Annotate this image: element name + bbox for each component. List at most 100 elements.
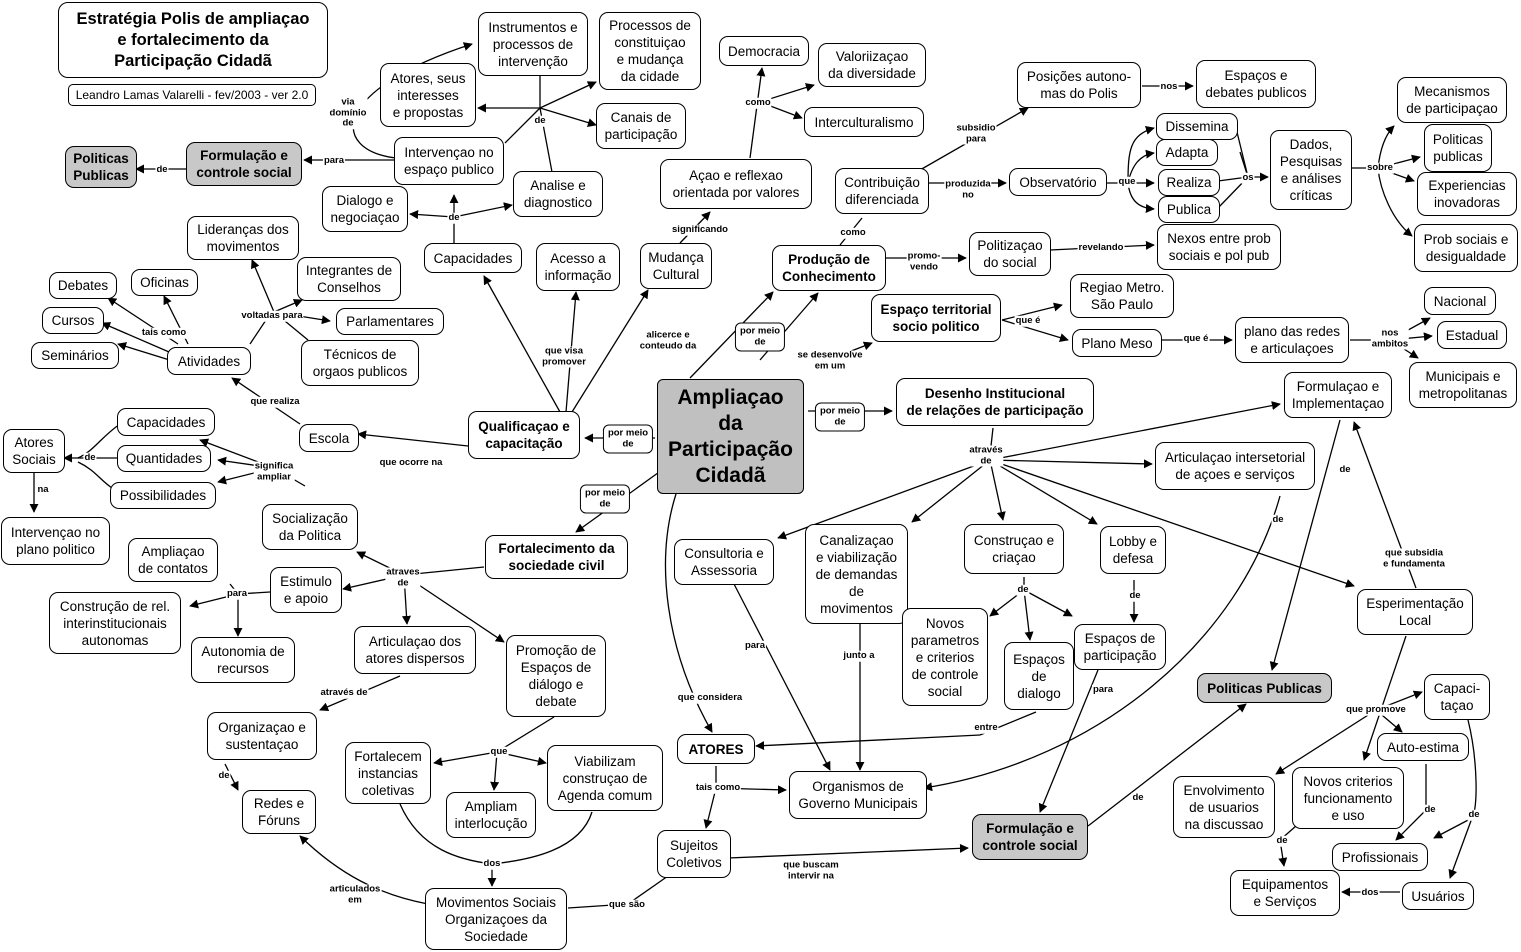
- node-atores-interesses[interactable]: Atores, seus interesses e propostas: [380, 63, 476, 127]
- node-intervencao-espaco-publico[interactable]: Intervençao no espaço publico: [394, 137, 504, 185]
- node-quantidades[interactable]: Quantidades: [117, 445, 211, 472]
- node-mecanismos-participacao[interactable]: Mecanismos de participaçao: [1397, 77, 1507, 123]
- node-desenho-institucional[interactable]: Desenho Institucional de relações de par…: [896, 378, 1094, 426]
- node-contribuicao-diferenciada[interactable]: Contribuição diferenciada: [835, 168, 929, 214]
- node-publica[interactable]: Publica: [1158, 196, 1220, 223]
- node-organismos-governo[interactable]: Organismos de Governo Municipais: [789, 771, 927, 819]
- node-nacional[interactable]: Nacional: [1424, 287, 1496, 315]
- node-mudanca-cultural[interactable]: Mudança Cultural: [640, 243, 712, 289]
- node-liderancas-movimentos[interactable]: Lideranças dos movimentos: [187, 216, 299, 260]
- node-parlamentares[interactable]: Parlamentares: [336, 308, 444, 335]
- node-debates[interactable]: Debates: [49, 272, 117, 299]
- node-valorizacao-diversidade[interactable]: Valoriizaçao da diversidade: [818, 43, 926, 87]
- node-tecnicos-orgaos[interactable]: Técnicos de orgaos publicos: [301, 340, 419, 386]
- node-estimulo-apoio[interactable]: Estimulo e apoio: [270, 567, 342, 613]
- node-atores-sociais[interactable]: Atores Sociais: [3, 429, 65, 473]
- node-organizacao-sustentacao[interactable]: Organizaçao e sustentaçao: [207, 712, 317, 760]
- node-possibilidades[interactable]: Possibilidades: [110, 482, 216, 509]
- node-politicas-publicas-left[interactable]: Politicas Publicas: [65, 146, 137, 188]
- node-estadual[interactable]: Estadual: [1437, 321, 1507, 349]
- node-cursos[interactable]: Cursos: [42, 307, 104, 334]
- node-nexos-prob-sociais[interactable]: Nexos entre prob sociais e pol pub: [1157, 224, 1281, 270]
- node-interculturalismo[interactable]: Interculturalismo: [804, 107, 924, 137]
- link-label-de: de: [1271, 513, 1285, 526]
- node-seminarios[interactable]: Seminários: [31, 342, 119, 369]
- node-espacos-debates-publicos[interactable]: Espaços e debates publicos: [1196, 60, 1316, 108]
- node-experimentacao-local[interactable]: Esperimentação Local: [1357, 589, 1473, 635]
- node-viabilizam-agenda[interactable]: Viabilizam construçao de Agenda comum: [547, 745, 663, 811]
- node-sujeitos-coletivos[interactable]: Sujeitos Coletivos: [657, 830, 731, 878]
- node-acao-reflexao[interactable]: Açao e reflexao orientada por valores: [660, 159, 812, 209]
- node-qualificacao-capacitacao[interactable]: Qualificaçao e capacitação: [468, 411, 580, 459]
- node-prob-sociais-desigualdade[interactable]: Prob sociais e desigualdade: [1414, 224, 1518, 272]
- node-observatorio[interactable]: Observatório: [1009, 168, 1107, 196]
- node-movimentos-sociais[interactable]: Movimentos Sociais Organizaçoes da Socie…: [425, 888, 567, 950]
- node-dialogo-negociacao[interactable]: Dialogo e negociaçao: [322, 186, 408, 232]
- node-auto-estima[interactable]: Auto-estima: [1377, 733, 1469, 761]
- node-equipamentos-servicos[interactable]: Equipamentos e Serviços: [1230, 870, 1340, 916]
- node-integrantes-conselhos[interactable]: Integrantes de Conselhos: [297, 257, 401, 301]
- node-formulacao-controle-left[interactable]: Formulação e controle social: [186, 142, 302, 186]
- node-lobby-defesa[interactable]: Lobby e defesa: [1100, 526, 1166, 574]
- node-analise-diagnostico[interactable]: Analise e diagnostico: [513, 171, 603, 217]
- node-espacos-participacao[interactable]: Espaços de participação: [1074, 624, 1166, 670]
- node-posicoes-autonomas[interactable]: Posições autono- mas do Polis: [1017, 62, 1141, 108]
- node-envolvimento-usuarios[interactable]: Envolvimento de usuarios na discussao: [1173, 776, 1275, 838]
- node-novos-criterios[interactable]: Novos criterios funcionamento e uso: [1292, 767, 1404, 829]
- node-plano-redes[interactable]: plano das redes e articulaçoes: [1235, 317, 1349, 363]
- node-capacitacao[interactable]: Capaci- taçao: [1424, 674, 1490, 720]
- link-label-subsidio-para: subsidio para: [955, 122, 997, 145]
- node-profissionais[interactable]: Profissionais: [1332, 843, 1428, 871]
- node-plano-meso[interactable]: Plano Meso: [1072, 329, 1162, 357]
- node-ampliacao-contatos[interactable]: Ampliaçao de contatos: [128, 538, 218, 582]
- node-democracia[interactable]: Democracia: [719, 36, 809, 66]
- node-consultoria-assessoria[interactable]: Consultoria e Assessoria: [674, 539, 774, 585]
- node-usuarios[interactable]: Usuários: [1402, 882, 1474, 910]
- node-formulacao-controle-bottom[interactable]: Formulação e controle social: [972, 814, 1088, 860]
- link-label-os: os: [1241, 171, 1255, 184]
- node-intervencao-plano-politico[interactable]: Intervençao no plano politico: [1, 517, 110, 565]
- node-construcao-rel-inter[interactable]: Construção de rel. interinstitucionais a…: [49, 592, 181, 654]
- node-socializacao-politica[interactable]: Socialização da Politica: [262, 504, 358, 550]
- node-fortalecimento-sociedade-civil[interactable]: Fortalecimento da sociedade civil: [485, 535, 628, 579]
- node-politicas-publicas-right[interactable]: Politicas publicas: [1424, 124, 1492, 172]
- node-ampliam-interlocucao[interactable]: Ampliam interlocução: [446, 792, 536, 838]
- node-capacidades-left[interactable]: Capacidades: [117, 408, 215, 436]
- node-articulacao-atores-dispersos[interactable]: Articulaçao dos atores dispersos: [354, 626, 476, 674]
- node-instrumentos[interactable]: Instrumentos e processos de intervenção: [478, 12, 588, 76]
- node-processos-constituicao[interactable]: Processos de constituiçao e mudança da c…: [599, 12, 701, 90]
- node-autonomia-recursos[interactable]: Autonomia de recursos: [191, 637, 295, 683]
- link-label-dos: dos: [1360, 886, 1380, 899]
- link-label-dos: dos: [482, 857, 502, 870]
- node-fortalecem-instancias[interactable]: Fortalecem instancias coletivas: [345, 742, 431, 804]
- node-producao-conhecimento[interactable]: Produção de Conhecimento: [772, 245, 886, 291]
- link-label-de: de: [155, 163, 169, 176]
- link-label-promovendo: promo- vendo: [906, 250, 942, 273]
- node-oficinas[interactable]: Oficinas: [131, 269, 198, 296]
- node-experiencias-inovadoras[interactable]: Experiencias inovadoras: [1417, 172, 1517, 216]
- node-dissemina[interactable]: Dissemina: [1156, 113, 1238, 140]
- node-adapta[interactable]: Adapta: [1156, 139, 1218, 166]
- node-promocao-espacos-dialogo[interactable]: Promoção de Espaços de diálogo e debate: [506, 635, 606, 717]
- node-articulacao-intersetorial[interactable]: Articulaçao intersetorial de açoes e ser…: [1155, 442, 1315, 490]
- node-regiao-metro-sp[interactable]: Regiao Metro. São Paulo: [1070, 274, 1174, 318]
- node-construcao-criacao[interactable]: Construçao e criaçao: [964, 524, 1064, 574]
- node-municipais-metropolitanas[interactable]: Municipais e metropolitanas: [1409, 362, 1517, 408]
- node-canalizacao-demandas[interactable]: Canalizaçao e viabilização de demandas d…: [805, 524, 908, 624]
- node-novos-parametros[interactable]: Novos parametros e criterios de controle…: [902, 608, 988, 706]
- node-acesso-informacao[interactable]: Acesso a informação: [536, 243, 620, 291]
- node-dados-pesquisas[interactable]: Dados, Pesquisas e análises críticas: [1270, 130, 1352, 210]
- node-espaco-territorial[interactable]: Espaço territorial socio politico: [871, 294, 1001, 342]
- node-escola[interactable]: Escola: [299, 424, 359, 452]
- node-capacidades-top[interactable]: Capacidades: [424, 243, 522, 273]
- central-concept-node[interactable]: Ampliaçao da Participação Cidadã: [657, 379, 804, 494]
- node-realiza[interactable]: Realiza: [1158, 169, 1220, 196]
- node-atividades[interactable]: Atividades: [167, 347, 251, 375]
- node-espacos-dialogo[interactable]: Espaços de dialogo: [1004, 642, 1074, 710]
- node-politizacao-social[interactable]: Politizaçao do social: [969, 232, 1051, 276]
- node-canais-participacao[interactable]: Canais de participação: [596, 103, 686, 149]
- node-redes-foruns[interactable]: Redes e Fóruns: [242, 790, 316, 834]
- node-atores[interactable]: ATORES: [677, 734, 755, 764]
- node-formulacao-implementacao[interactable]: Formulaçao e Implementaçao: [1284, 372, 1392, 418]
- node-politicas-publicas-bottom[interactable]: Politicas Publicas: [1197, 673, 1332, 703]
